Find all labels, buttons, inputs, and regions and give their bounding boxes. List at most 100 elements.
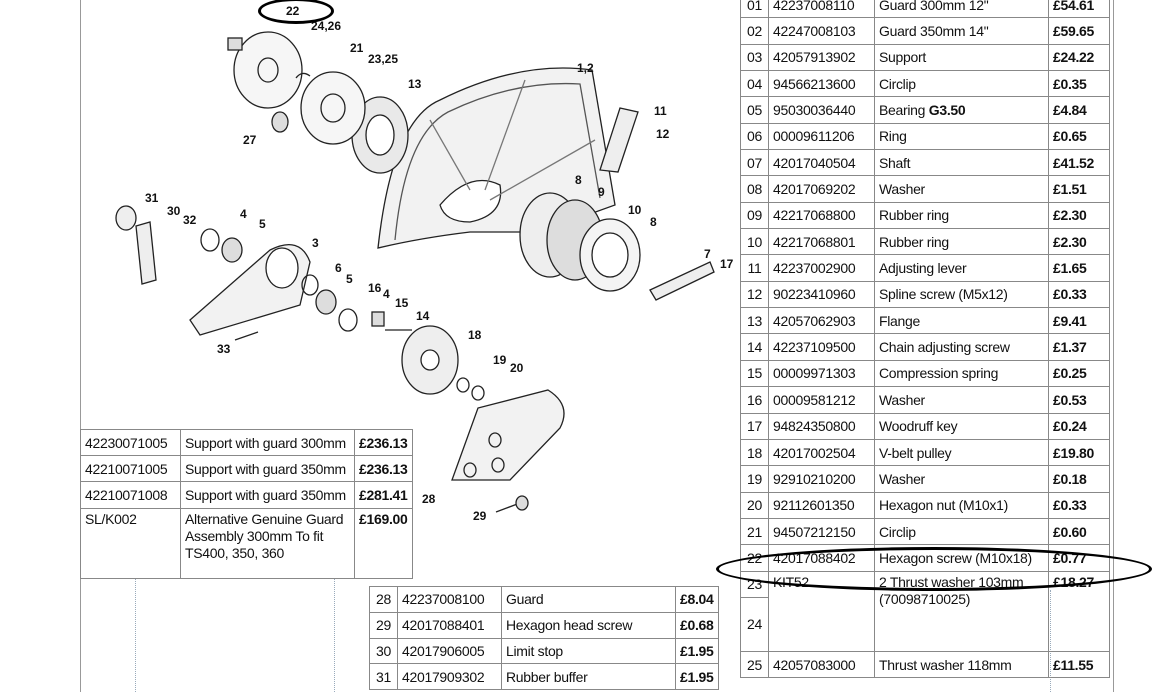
description-text: Hexagon nut (M10x1) bbox=[879, 497, 1008, 514]
price: £0.24 bbox=[1048, 412, 1110, 440]
price: £0.18 bbox=[1048, 465, 1110, 493]
item-number: 04 bbox=[740, 70, 769, 98]
description-text: Circlip bbox=[879, 75, 916, 92]
price: £236.13 bbox=[354, 455, 413, 483]
description-text: Washer bbox=[879, 391, 925, 408]
price: £54.61 bbox=[1048, 0, 1110, 19]
item-number: 05 bbox=[740, 96, 769, 124]
part-description: Washer bbox=[874, 175, 1049, 203]
part-description: Circlip bbox=[874, 70, 1049, 98]
part-number: 00009581212 bbox=[768, 386, 875, 414]
description-text: Rubber ring bbox=[879, 233, 949, 250]
callout-label: 20 bbox=[510, 361, 524, 375]
part-description: Spline screw (M5x12) bbox=[874, 280, 1049, 309]
part-description: Rubber buffer bbox=[501, 663, 676, 691]
description-text: Flange bbox=[879, 312, 921, 329]
part-number: 42017069202 bbox=[768, 175, 875, 203]
part-description: Ring bbox=[874, 122, 1049, 151]
price: £1.95 bbox=[675, 637, 719, 665]
description-text: Adjusting lever bbox=[879, 260, 967, 277]
price: £9.41 bbox=[1048, 307, 1110, 335]
part-description: Compression spring bbox=[874, 359, 1049, 388]
part-number: SL/K002 bbox=[80, 507, 181, 579]
item-number: 29 bbox=[369, 611, 398, 639]
description-text: Compression spring bbox=[879, 365, 999, 382]
callout-label: 5 bbox=[346, 272, 353, 286]
part-description: Flange bbox=[874, 307, 1049, 335]
callout-label: 10 bbox=[628, 203, 642, 217]
part-description: Washer bbox=[874, 386, 1049, 414]
price: £41.52 bbox=[1048, 149, 1110, 177]
part-description: Hexagon head screw bbox=[501, 611, 676, 639]
callout-label: 4 bbox=[240, 207, 247, 221]
callout-label: 6 bbox=[335, 261, 342, 275]
callout-label: 5 bbox=[259, 217, 266, 231]
callout-label: 33 bbox=[217, 342, 231, 356]
part-number: 94824350800 bbox=[768, 412, 875, 440]
part-number: 90223410960 bbox=[768, 280, 875, 309]
callout-label: 14 bbox=[416, 309, 430, 323]
callout-label: 31 bbox=[145, 191, 159, 205]
callout-label: 13 bbox=[408, 77, 422, 91]
item-number: 12 bbox=[740, 280, 769, 309]
item-number: 15 bbox=[740, 359, 769, 388]
item-number: 25 bbox=[740, 650, 769, 679]
part-description: Support bbox=[874, 43, 1049, 72]
callout-label: 12 bbox=[656, 127, 670, 141]
price: £24.22 bbox=[1048, 43, 1110, 72]
part-description: Circlip bbox=[874, 517, 1049, 546]
price: £169.00 bbox=[354, 507, 413, 579]
item-number: 18 bbox=[740, 438, 769, 467]
part-number: 42017002504 bbox=[768, 438, 875, 467]
description-text: Washer bbox=[879, 470, 925, 487]
price: £281.41 bbox=[354, 481, 413, 509]
price: £59.65 bbox=[1048, 17, 1110, 45]
price: £1.65 bbox=[1048, 254, 1110, 282]
callout-label: 28 bbox=[422, 492, 436, 506]
part-description: Rubber ring bbox=[874, 201, 1049, 230]
part-number: 42247008103 bbox=[768, 17, 875, 45]
callout-label: 23,25 bbox=[368, 52, 398, 66]
item-number: 21 bbox=[740, 517, 769, 546]
callout-label: 27 bbox=[243, 133, 257, 147]
part-number: 42217068801 bbox=[768, 228, 875, 256]
part-number: 42230071005 bbox=[80, 428, 181, 457]
part-description: Alternative Genuine Guard Assembly 300mm… bbox=[180, 507, 355, 579]
item-number: 30 bbox=[369, 637, 398, 665]
item-number: 02 bbox=[740, 17, 769, 45]
part-number: 42237002900 bbox=[768, 254, 875, 282]
callout-label: 29 bbox=[473, 509, 487, 523]
part-description: Rubber ring bbox=[874, 228, 1049, 256]
price: £11.55 bbox=[1048, 650, 1110, 679]
description-text: Spline screw (M5x12) bbox=[879, 286, 1008, 303]
page-border-left bbox=[80, 0, 81, 692]
part-description: Limit stop bbox=[501, 637, 676, 665]
item-number: 11 bbox=[740, 254, 769, 282]
item-number: 03 bbox=[740, 43, 769, 72]
part-description: Chain adjusting screw bbox=[874, 333, 1049, 361]
description-text: Shaft bbox=[879, 154, 911, 171]
item-number: 19 bbox=[740, 465, 769, 493]
part-number: 92112601350 bbox=[768, 491, 875, 519]
item-number: 10 bbox=[740, 228, 769, 256]
description-text: Washer bbox=[879, 181, 925, 198]
description-text: Support bbox=[879, 49, 926, 66]
description-spec: G3.50 bbox=[928, 102, 966, 119]
item-number: 09 bbox=[740, 201, 769, 230]
callout-label: 30 bbox=[167, 204, 181, 218]
part-number: 42057083000 bbox=[768, 650, 875, 679]
callout-label: 7 bbox=[704, 247, 711, 261]
